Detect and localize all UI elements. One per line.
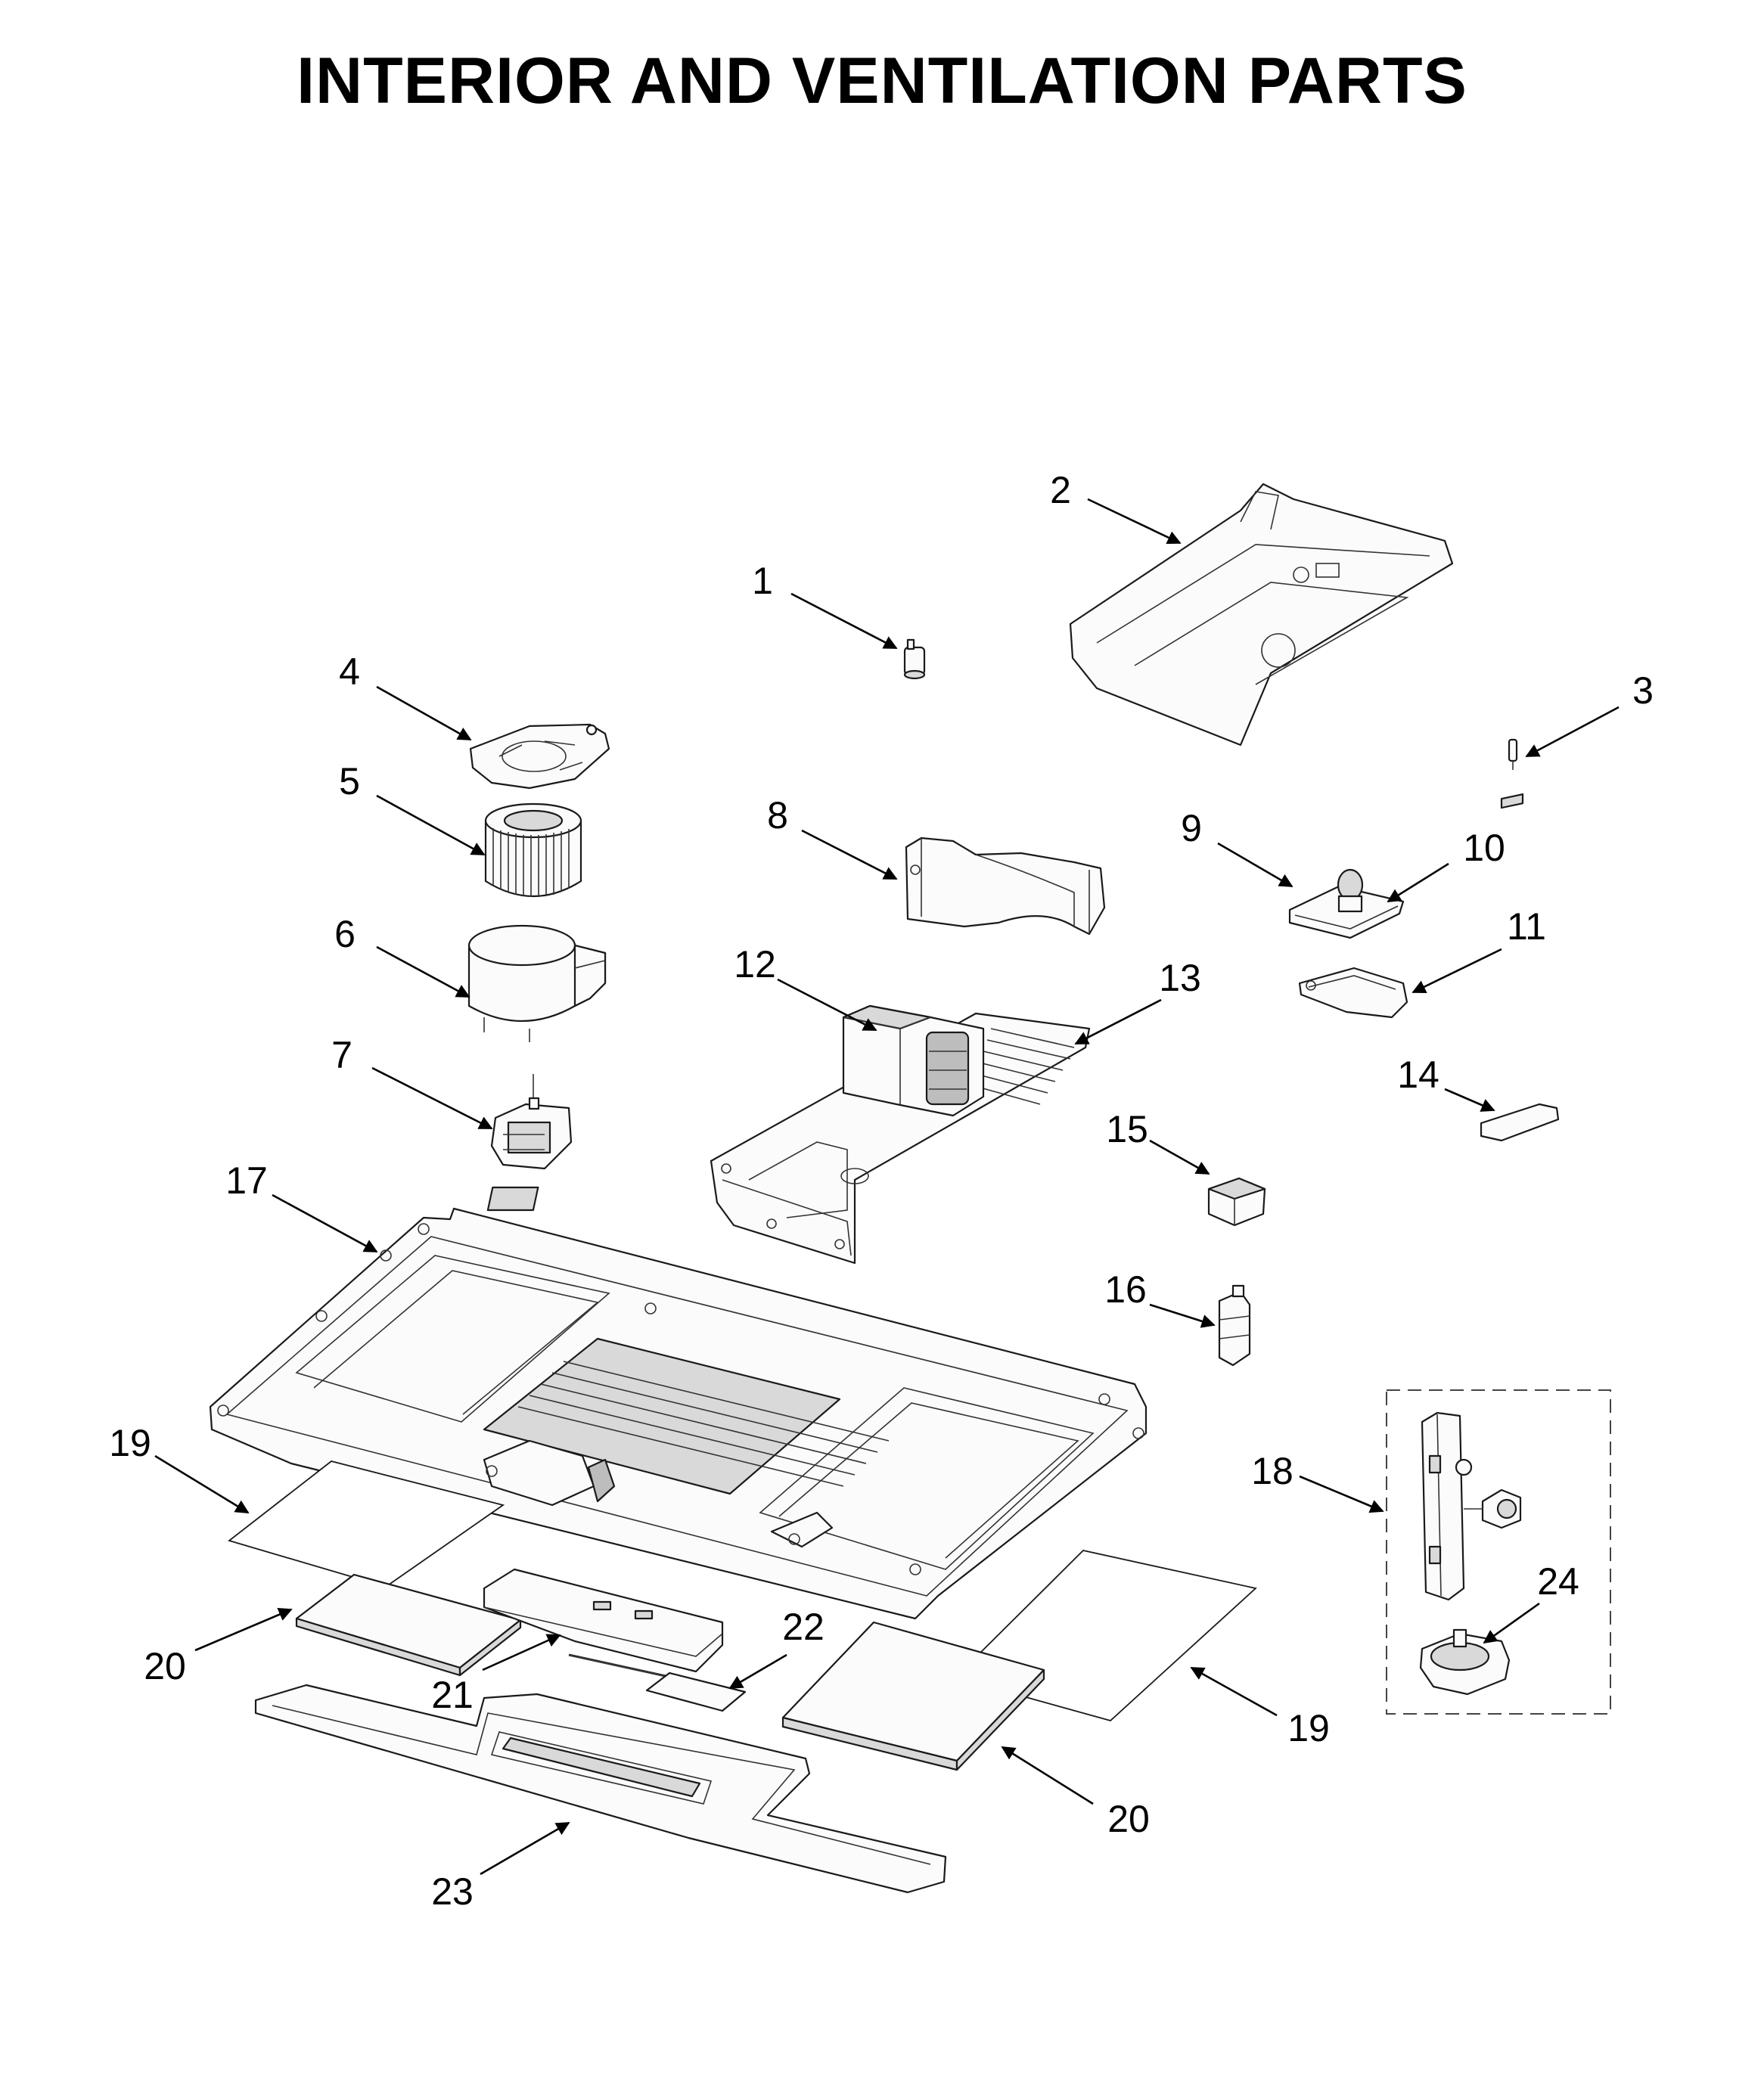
part-4-fan-plate bbox=[469, 723, 610, 790]
callout-20-right: 20 bbox=[1107, 1798, 1150, 1840]
callout-17: 17 bbox=[225, 1159, 268, 1202]
part-15-switch bbox=[1207, 1177, 1266, 1227]
part-20-filter-panel-left bbox=[295, 1573, 522, 1677]
part-7-fan-motor bbox=[490, 1074, 573, 1170]
callout-23: 23 bbox=[431, 1870, 474, 1913]
callout-1: 1 bbox=[752, 560, 773, 602]
callout-10: 10 bbox=[1463, 827, 1505, 869]
part-1-plug bbox=[903, 638, 926, 680]
callout-3: 3 bbox=[1632, 669, 1654, 712]
part-8-air-duct bbox=[905, 836, 1106, 936]
callout-20-left: 20 bbox=[144, 1645, 186, 1687]
callout-14: 14 bbox=[1397, 1054, 1439, 1096]
part-10-capacitor bbox=[1337, 868, 1364, 913]
callout-5: 5 bbox=[339, 760, 360, 802]
page-title: INTERIOR AND VENTILATION PARTS bbox=[297, 45, 1467, 117]
part-16-small-bracket bbox=[1218, 1284, 1251, 1367]
callout-15: 15 bbox=[1106, 1108, 1148, 1150]
part-14-small-board bbox=[1480, 793, 1560, 1142]
callout-9: 9 bbox=[1181, 807, 1202, 849]
part-6-blower-housing bbox=[467, 924, 607, 1042]
callout-21: 21 bbox=[431, 1674, 474, 1716]
part-3-clip bbox=[1508, 738, 1518, 770]
callout-12: 12 bbox=[734, 943, 776, 985]
callout-2: 2 bbox=[1050, 469, 1071, 511]
part-17-ventilation-frame bbox=[209, 1207, 1148, 1620]
part-24-motor bbox=[1419, 1628, 1511, 1696]
callout-19-left: 19 bbox=[109, 1422, 151, 1464]
part-13-base-plate bbox=[486, 1012, 1091, 1265]
part-18-latch-assembly bbox=[1421, 1411, 1522, 1601]
callout-8: 8 bbox=[767, 794, 788, 836]
callout-22: 22 bbox=[782, 1606, 825, 1648]
part-20-filter-panel-right bbox=[781, 1621, 1045, 1771]
part-23-grille-frame bbox=[254, 1684, 947, 1894]
callout-19-right: 19 bbox=[1287, 1707, 1330, 1749]
callout-6: 6 bbox=[334, 913, 356, 955]
callout-24: 24 bbox=[1537, 1560, 1579, 1603]
leader-arrows bbox=[154, 498, 1620, 1876]
part-19-filter-left bbox=[228, 1460, 505, 1588]
callout-4: 4 bbox=[339, 650, 360, 693]
callout-7: 7 bbox=[331, 1034, 352, 1076]
part-22-sheet-and-rod bbox=[568, 1653, 747, 1712]
callout-16: 16 bbox=[1104, 1268, 1147, 1311]
part-5-blower-wheel bbox=[484, 802, 582, 898]
part-21-vent-panel bbox=[483, 1568, 724, 1673]
part-2-mounting-bracket bbox=[1069, 483, 1454, 746]
callout-18: 18 bbox=[1251, 1450, 1293, 1492]
part-11-bracket-plate bbox=[1298, 967, 1408, 1019]
part-18-24-group-outline bbox=[1386, 1389, 1611, 1715]
callout-13: 13 bbox=[1159, 957, 1201, 999]
callout-numbers: 1 2 3 4 5 6 7 8 9 10 11 12 13 14 15 16 1… bbox=[109, 469, 1654, 1913]
callout-11: 11 bbox=[1507, 905, 1546, 948]
